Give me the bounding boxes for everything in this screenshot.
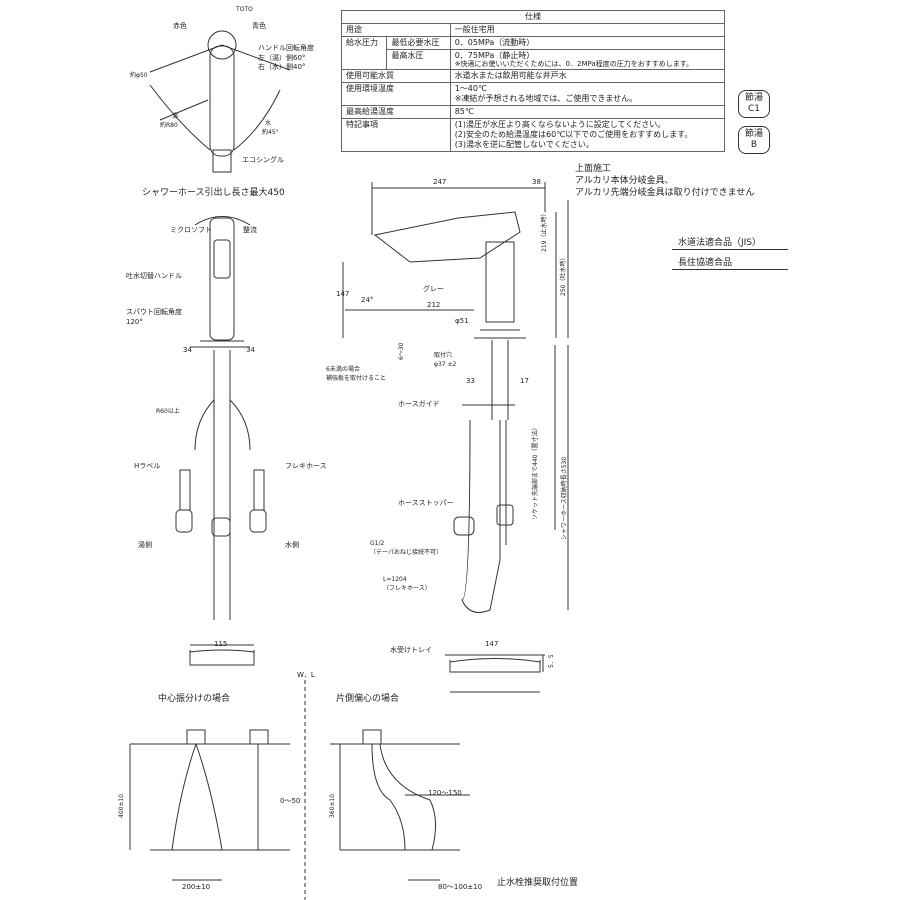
spec-row-sub: 最高水圧	[386, 49, 451, 70]
dim-360: 360±10	[329, 793, 336, 818]
jis-cert-label: 水道法適合品（JIS）	[672, 237, 788, 250]
spec-row-value: (1)湯圧が水圧より高くならないように設定してください。	[454, 120, 666, 129]
h-label-text: Hラベル	[134, 462, 161, 470]
rotation-title: ハンドル回転角度	[258, 44, 314, 52]
center-diagram	[129, 729, 290, 881]
r60-label: R60以上	[156, 408, 180, 415]
dim-147-tray: 147	[485, 640, 499, 648]
blue-label: 青色	[252, 22, 266, 30]
spec-row-value: 85℃	[449, 105, 726, 119]
note-under-6: 6未満の場合	[326, 366, 360, 373]
dim-38: 38	[532, 178, 541, 186]
top-view-drawing	[149, 30, 291, 173]
hole-size-label: φ37 ±2	[434, 361, 457, 368]
install-note-3: アルカリ先端分岐金具は取り付けできません	[575, 188, 755, 198]
spec-row-label: 使用環境温度	[341, 82, 451, 106]
dim-34-right: 34	[246, 346, 255, 354]
hot-side-label: 湯側	[138, 541, 152, 549]
dim-200: 200±10	[182, 883, 211, 891]
hole-label: 取付穴	[434, 352, 453, 359]
sessui-b-badge: 節湯 B	[738, 126, 770, 154]
hose-guide-label: ホースガイド	[398, 400, 440, 408]
tray-label: 水受けトレイ	[390, 646, 432, 654]
dim-120-150: 120～150	[428, 789, 462, 797]
spec-row-note: (3)湯水を逆に配管しないでください。	[454, 140, 594, 149]
spout-angle-label: 120°	[126, 318, 143, 326]
eco-single-label: エコシングル	[242, 156, 284, 164]
red-label: 赤色	[173, 22, 187, 30]
dim-80-100: 80～100±10	[438, 883, 483, 891]
dim-250: 250（吐水時）	[560, 254, 567, 296]
dim-0-50: 0～50	[280, 797, 301, 805]
toto-label: TOTO	[236, 6, 253, 13]
dia-label: 約φ50	[130, 72, 148, 79]
dim-6-30: 6～30	[398, 342, 405, 360]
cold-label: 水	[265, 120, 272, 127]
hose-length-label: シャワーホース収納時長さ530	[561, 456, 568, 540]
install-note-2: アルカリ本体分岐金具、	[575, 176, 674, 186]
socket-dim-label: ソケット先端部まで440（置寸法）	[532, 424, 539, 520]
hot-label: 湯	[172, 113, 179, 120]
spec-row-value: 0．05MPa（流動時）	[449, 36, 726, 50]
side-view-drawing	[342, 182, 569, 693]
cold-angle-label: 約45°	[262, 129, 279, 136]
dim-24-deg: 24°	[361, 296, 374, 304]
spec-row-note: (2)安全のため給湯温度は60℃以下でのご使用をおすすめします。	[454, 130, 693, 139]
spec-row-label: 最高給湯温度	[341, 105, 451, 119]
spec-row-value: 1～40℃	[454, 84, 487, 93]
center-title: 中心振分けの場合	[158, 694, 231, 704]
spec-row-label: 給水圧力	[340, 36, 388, 70]
l1204-note-label: （フレキホース）	[383, 585, 431, 592]
microsoft-label: ミクロソフト	[170, 226, 212, 234]
gray-label: グレー	[423, 285, 444, 293]
spec-row-note: ※快適にお使いいただくためには、0．2MPa程度の圧力をおすすめします。	[454, 60, 693, 68]
rotation-right: 右（水）側40°	[258, 63, 306, 71]
spec-row-value: 0．75MPa（静止時）	[454, 51, 535, 60]
spec-row-label: 使用可能水質	[341, 69, 451, 83]
hose-stopper-label: ホースストッパー	[398, 499, 454, 507]
install-note-1: 上面施工	[575, 164, 612, 174]
dim-5-5: 5．5	[548, 654, 555, 668]
dim-247: 247	[433, 178, 447, 186]
dim-400: 400±10	[118, 793, 125, 818]
spec-row-value: 一般住宅用	[449, 23, 726, 37]
flow-label: 整流	[243, 226, 257, 234]
dim-phi51: φ51	[455, 317, 469, 325]
spec-row-value: 水道水または飲用可能な井戸水	[449, 69, 726, 83]
spec-row-label: 用途	[341, 23, 451, 37]
flexi-hose-label: フレキホース	[285, 462, 327, 470]
spec-title: 仕様	[341, 10, 725, 24]
spec-row-label: 特記事項	[341, 118, 451, 152]
dim-33: 33	[466, 377, 475, 385]
note-reinforce: 補強板を取付けること	[326, 375, 387, 382]
g12-note-label: （テーパおねじ接続不可）	[370, 549, 442, 556]
dim-17: 17	[520, 377, 529, 385]
dim-212: 212	[427, 301, 441, 309]
wl-label: W．L	[297, 671, 315, 679]
side-diagram	[330, 729, 470, 881]
front-view-drawing	[175, 216, 267, 666]
l1204-label: L=1204	[383, 576, 407, 583]
dim-34-left: 34	[183, 346, 192, 354]
cold-side-label: 水側	[285, 541, 299, 549]
hot-radius-label: 約R80	[160, 122, 178, 129]
spec-row-note: ※凍結が予想される地域では、ご使用できません。	[454, 94, 638, 103]
dim-115: 115	[214, 640, 228, 648]
shower-caption: シャワーホース引出し長さ最大450	[142, 188, 285, 198]
dim-219: 219（止水時）	[541, 210, 548, 252]
dim-147: 147	[336, 290, 350, 298]
valve-position-label: 止水栓推奨取付位置	[497, 878, 579, 888]
handle-label: 吐水切替ハンドル	[126, 272, 182, 280]
g12-label: G1/2	[370, 540, 385, 547]
side-title: 片側偏心の場合	[336, 694, 400, 704]
spec-row-sub: 最低必要水圧	[386, 36, 451, 50]
chojukyo-cert-label: 長住協適合品	[672, 257, 788, 270]
spout-label: スパウト回転角度	[126, 308, 182, 316]
sessui-c1-badge: 節湯 C1	[738, 90, 770, 118]
rotation-left: 左（湯）側60°	[258, 54, 306, 62]
